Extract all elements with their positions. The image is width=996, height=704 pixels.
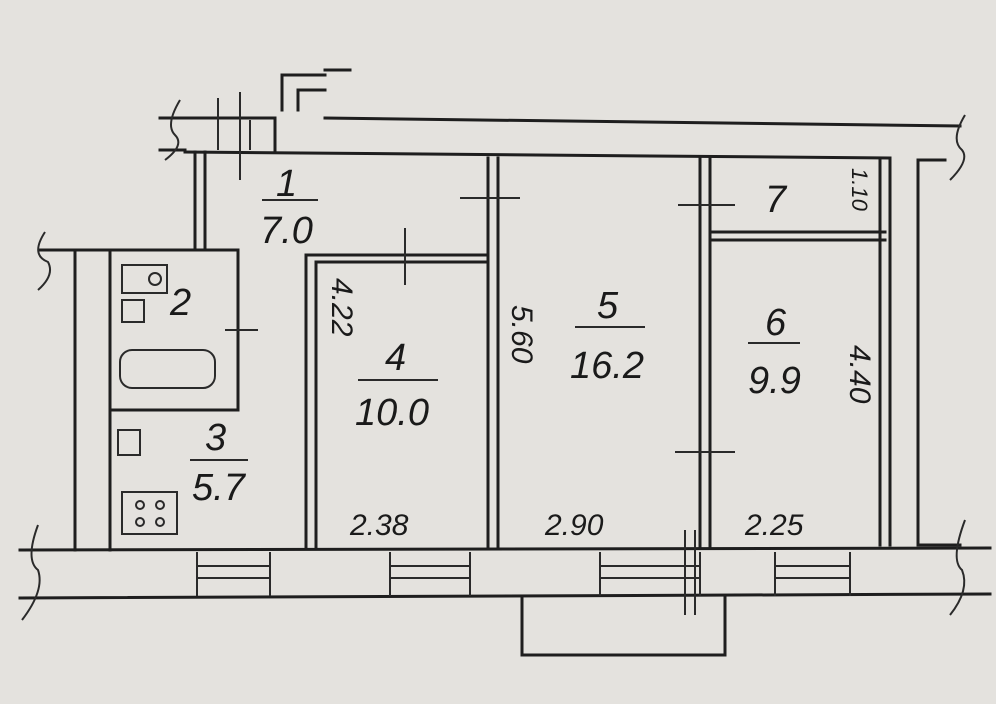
room-5-width: 2.90: [544, 509, 604, 542]
room-7-depth: 1.10: [847, 168, 872, 212]
room-7-number: 7: [765, 179, 788, 221]
balcony: [520, 594, 727, 657]
room-5-length: 5.60: [505, 305, 538, 364]
walls: [18, 68, 992, 621]
room-5-area: 16.2: [570, 345, 644, 387]
room-6-number: 6: [765, 302, 787, 344]
room-6-length: 4.40: [843, 345, 876, 404]
room-1-area: 7.0: [260, 210, 313, 252]
room-3-area: 5.7: [192, 467, 247, 509]
kitchen-sink-icon: [117, 429, 141, 456]
sink-icon: [121, 264, 168, 294]
room-4-length: 4.22: [325, 278, 358, 337]
room-4-number: 4: [385, 337, 406, 379]
bathroom-fixtures: [117, 264, 216, 535]
room-6-area: 9.9: [748, 360, 801, 402]
toilet-icon: [121, 299, 145, 323]
room-1-number: 1: [276, 163, 297, 205]
windows: [196, 530, 851, 615]
room-3-number: 3: [205, 417, 226, 459]
door-marks: [225, 197, 735, 453]
bathtub-icon: [119, 349, 216, 389]
room-6-width: 2.25: [744, 509, 804, 542]
stove-icon: [121, 491, 178, 535]
room-2-number: 2: [169, 282, 191, 324]
room-4-area: 10.0: [355, 392, 429, 434]
room-4-width: 2.38: [349, 509, 409, 542]
room-5-number: 5: [597, 285, 619, 327]
